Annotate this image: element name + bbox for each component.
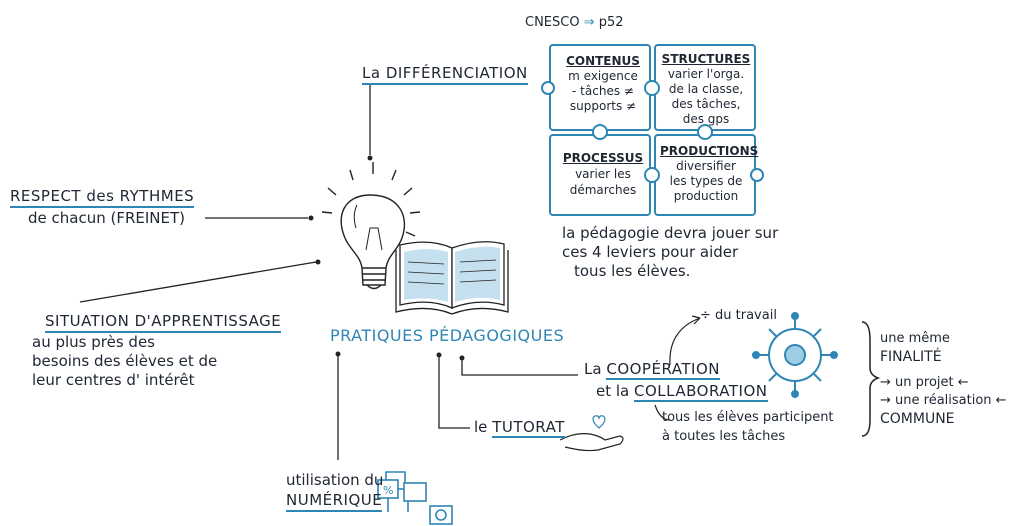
arrow-icon: ⇒ — [583, 15, 595, 30]
cooperation-prefix: La — [584, 360, 602, 378]
source-label: CNESCO — [525, 15, 580, 30]
contenus-title: CONTENUS — [566, 54, 640, 68]
differenciation-text: La DIFFÉRENCIATION — [362, 64, 528, 85]
respect-line2: de chacun (FREINET) — [28, 209, 186, 227]
contenus-line-3: supports ≠ — [569, 99, 637, 113]
finalite-line-2: FINALITÉ — [880, 349, 942, 365]
cooperation-word: COOPÉRATION — [606, 360, 720, 380]
puzzle-contenus: CONTENUS m exigence - tâches ≠ supports … — [558, 54, 648, 114]
collaboration-prefix: et la — [596, 382, 630, 400]
numerique-block: utilisation du NUMÉRIQUE — [286, 470, 383, 512]
tutorat-word: TUTORAT — [492, 418, 565, 438]
productions-line-3: production — [673, 189, 739, 203]
respect-line1: RESPECT des RYTHMES — [10, 186, 195, 208]
puzzle-grid — [541, 44, 764, 216]
puzzle-structures: STRUCTURES varier l'orga. de la classe, … — [660, 52, 752, 127]
contenus-line-2: - tâches ≠ — [572, 84, 634, 98]
finalite-block: une même FINALITÉ → un projet ← → une ré… — [880, 330, 1007, 428]
puzzle-processus: PROCESSUS varier les démarches — [558, 150, 648, 198]
structures-line-3: des tâches, — [671, 97, 741, 111]
light-bulb-icon — [321, 162, 421, 290]
productions-title: PRODUCTIONS — [660, 144, 759, 158]
situation-line-3: leur centres d' intérêt — [32, 371, 195, 389]
device-icons: % — [377, 471, 453, 525]
all-students-line-2: à toutes les tâches — [662, 429, 786, 444]
division-label: ÷ du travail — [700, 308, 777, 323]
contenus-line-1: m exigence — [568, 69, 638, 83]
pedagogy-note-line-3: tous les élèves. — [574, 262, 691, 280]
tutorat-prefix: le — [474, 418, 488, 436]
source-reference: CNESCO ⇒ p52 — [525, 15, 624, 30]
cooperation-block: La COOPÉRATION et la COLLABORATION — [584, 358, 768, 402]
finalite-line-3: → un projet ← — [880, 375, 969, 390]
helping-hand-icon — [559, 415, 624, 452]
puzzle-productions: PRODUCTIONS diversifier les types de pro… — [660, 144, 759, 204]
finalite-line-4: → une réalisation ← — [880, 393, 1007, 408]
numerique-line-1: utilisation du — [286, 471, 384, 489]
svg-text:%: % — [383, 484, 393, 497]
situation-block: SITUATION D'APPRENTISSAGE au plus près d… — [32, 312, 282, 390]
situation-line-1: au plus près des — [32, 333, 155, 351]
pedagogy-note: la pédagogie devra jouer sur ces 4 levie… — [562, 224, 778, 281]
processus-line-2: démarches — [569, 183, 637, 197]
collaboration-word: COLLABORATION — [634, 382, 768, 402]
all-students-note: tous les élèves participent à toutes les… — [662, 408, 834, 446]
productions-line-1: diversifier — [676, 159, 736, 173]
tutorat-label: le TUTORAT — [474, 418, 565, 438]
finalite-line-5: COMMUNE — [880, 411, 955, 427]
structures-line-4: des gps — [682, 112, 730, 126]
open-book-icon — [395, 241, 509, 315]
cooperation-gear-icon — [752, 312, 838, 398]
center-title: PRATIQUES PÉDAGOGIQUES — [330, 326, 565, 345]
structures-line-1: varier l'orga. — [667, 67, 745, 81]
structures-line-2: de la classe, — [668, 82, 744, 96]
numerique-line-2: NUMÉRIQUE — [286, 490, 383, 512]
differenciation-label: La DIFFÉRENCIATION — [362, 64, 528, 85]
all-students-line-1: tous les élèves participent — [662, 410, 834, 425]
productions-line-2: les types de — [669, 174, 743, 188]
processus-line-1: varier les — [575, 167, 631, 181]
situation-title: SITUATION D'APPRENTISSAGE — [45, 312, 282, 333]
structures-title: STRUCTURES — [661, 52, 751, 66]
pedagogy-note-line-1: la pédagogie devra jouer sur — [562, 224, 779, 242]
pedagogy-note-line-2: ces 4 leviers pour aider — [562, 243, 739, 261]
situation-line-2: besoins des élèves et de — [32, 352, 218, 370]
processus-title: PROCESSUS — [562, 151, 644, 165]
source-page: p52 — [598, 15, 624, 30]
respect-block: RESPECT des RYTHMES de chacun (FREINET) — [10, 186, 195, 228]
finalite-line-1: une même — [880, 331, 950, 346]
